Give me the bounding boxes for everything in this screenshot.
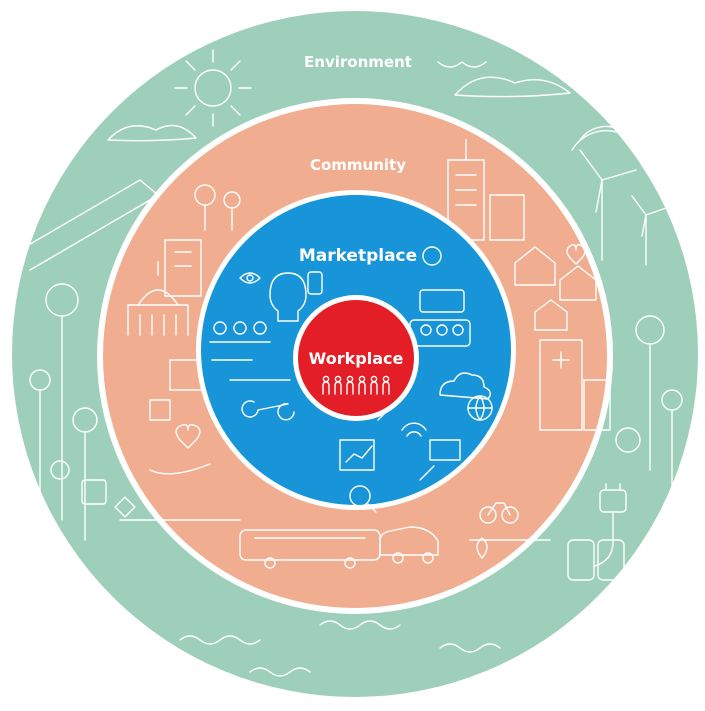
wrench-icon (241, 400, 295, 421)
hospital-icon (539, 339, 611, 431)
marketplace-label: Marketplace (299, 246, 417, 266)
laptop-icon (429, 439, 461, 461)
person-icon (382, 381, 390, 395)
car-icon (379, 526, 439, 564)
wind-turbine-icon (631, 195, 667, 266)
bird-icon (437, 61, 487, 68)
cloud-upload-icon (439, 372, 491, 400)
magnifier-icon (349, 485, 377, 513)
bench-icon (567, 539, 625, 581)
tree-icon (29, 283, 98, 541)
eye-icon (239, 272, 261, 284)
tree-icon (615, 315, 683, 501)
workplace-core (298, 300, 414, 416)
box-icon (81, 479, 136, 518)
people-row-icon (209, 321, 271, 343)
bicycle-icon (479, 502, 519, 524)
wifi-icon (401, 422, 427, 437)
person-icon (346, 381, 354, 395)
environment-label: Environment (304, 53, 412, 71)
capitol-building-icon (127, 261, 189, 336)
person-icon (334, 381, 342, 395)
person-icon (322, 381, 330, 395)
house-icon (514, 246, 597, 331)
workplace-label: Workplace (309, 349, 404, 368)
map-pin-icon (476, 537, 488, 559)
wave-icon (179, 620, 501, 677)
tower-building-icon (164, 239, 202, 297)
people-group-icon (322, 375, 390, 395)
community-art (119, 139, 611, 569)
lightbulb-icon (269, 272, 307, 322)
person-icon (358, 381, 366, 395)
cloud-icon (454, 76, 571, 98)
marketplace-art (209, 246, 493, 513)
community-label: Community (310, 156, 406, 174)
person-icon (370, 381, 378, 395)
cloud-icon (107, 124, 197, 142)
environment-art (19, 49, 683, 677)
wind-turbine-icon (571, 125, 637, 261)
heart-icon (566, 243, 586, 265)
heart-hand-icon (149, 423, 211, 475)
globe-icon (467, 395, 493, 421)
phone-icon (307, 271, 323, 295)
sun-icon (174, 49, 252, 127)
